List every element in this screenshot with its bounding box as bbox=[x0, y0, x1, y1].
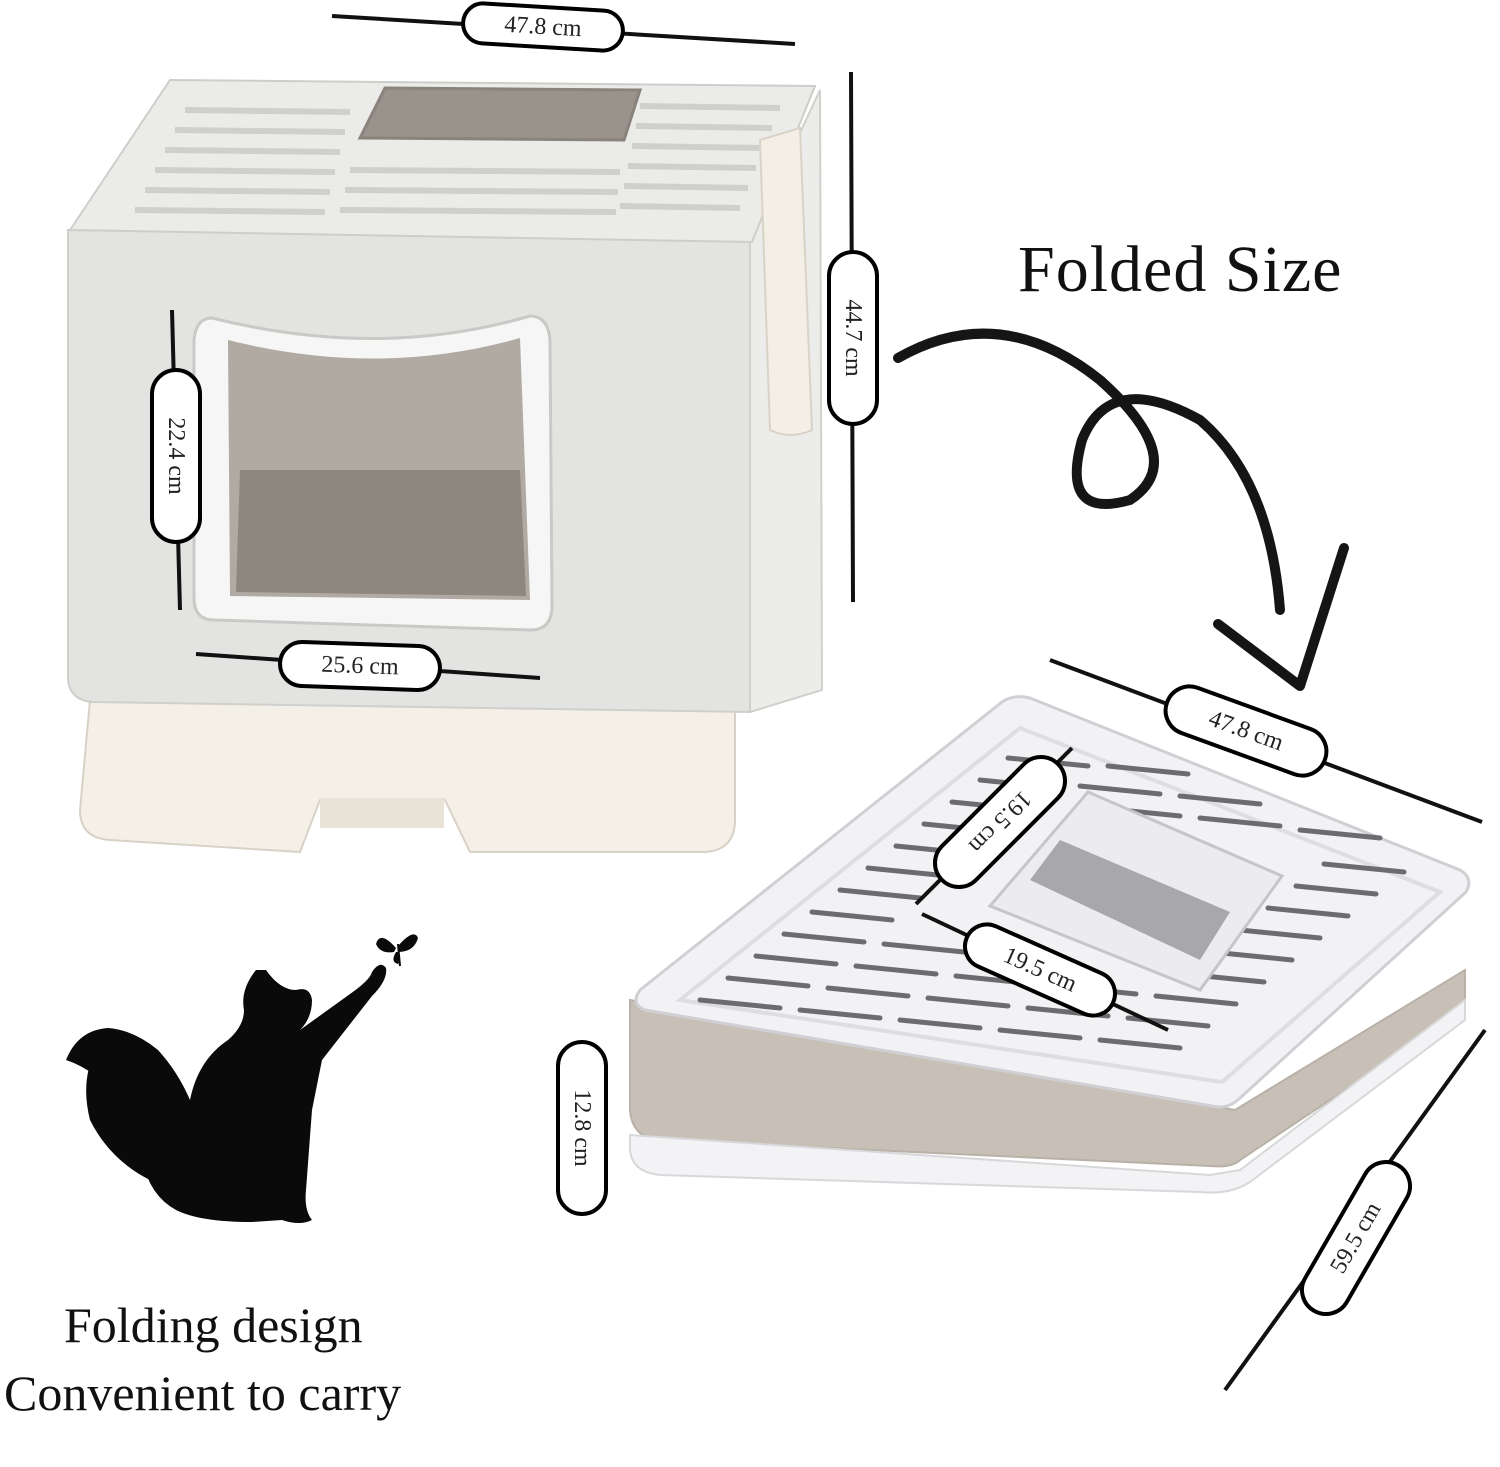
tray-lid-inner-rim bbox=[675, 725, 1444, 1085]
lid-opening bbox=[357, 86, 643, 142]
folded-height-label: 12.8 cm bbox=[569, 1089, 595, 1167]
cat-silhouette-icon bbox=[66, 964, 387, 1223]
door-height-dimension: 22.4 cm bbox=[150, 368, 202, 544]
open-width-label: 47.8 cm bbox=[504, 12, 583, 43]
drawer-handle bbox=[320, 798, 444, 828]
tray-base-rim bbox=[629, 997, 1466, 1194]
tray-opening-shadow bbox=[1030, 840, 1230, 960]
door-interior bbox=[236, 470, 526, 596]
curly-arrow-icon bbox=[893, 328, 1285, 615]
folded-width-dimension: 47.8 cm bbox=[1163, 684, 1329, 778]
door-width-label: 25.6 cm bbox=[321, 652, 400, 681]
folded-size-title: Folded Size bbox=[1018, 233, 1343, 306]
folded-height-dimension: 12.8 cm bbox=[556, 1040, 608, 1216]
open-width-dimension: 47.8 cm bbox=[461, 1, 625, 53]
convenient-caption: Convenient to carry bbox=[4, 1365, 402, 1421]
tray-side bbox=[629, 968, 1466, 1168]
open-height-dimension: 44.7 cm bbox=[827, 250, 879, 426]
arrow-head-icon bbox=[1213, 543, 1349, 691]
folded-litter-box bbox=[629, 695, 1471, 1194]
folded-depth-dimension: 59.5 cm bbox=[1300, 1160, 1412, 1316]
drawer-base bbox=[78, 698, 736, 854]
folding-design-caption: Folding design bbox=[64, 1297, 363, 1353]
butterfly-icon bbox=[376, 934, 418, 967]
lid-vent-slots bbox=[134, 103, 781, 215]
scoop bbox=[758, 126, 814, 436]
door-height-label: 22.4 cm bbox=[163, 417, 189, 495]
open-height-label: 44.7 cm bbox=[840, 299, 866, 377]
door-width-dimension: 25.6 cm bbox=[278, 639, 442, 693]
open-litter-box bbox=[67, 78, 824, 854]
